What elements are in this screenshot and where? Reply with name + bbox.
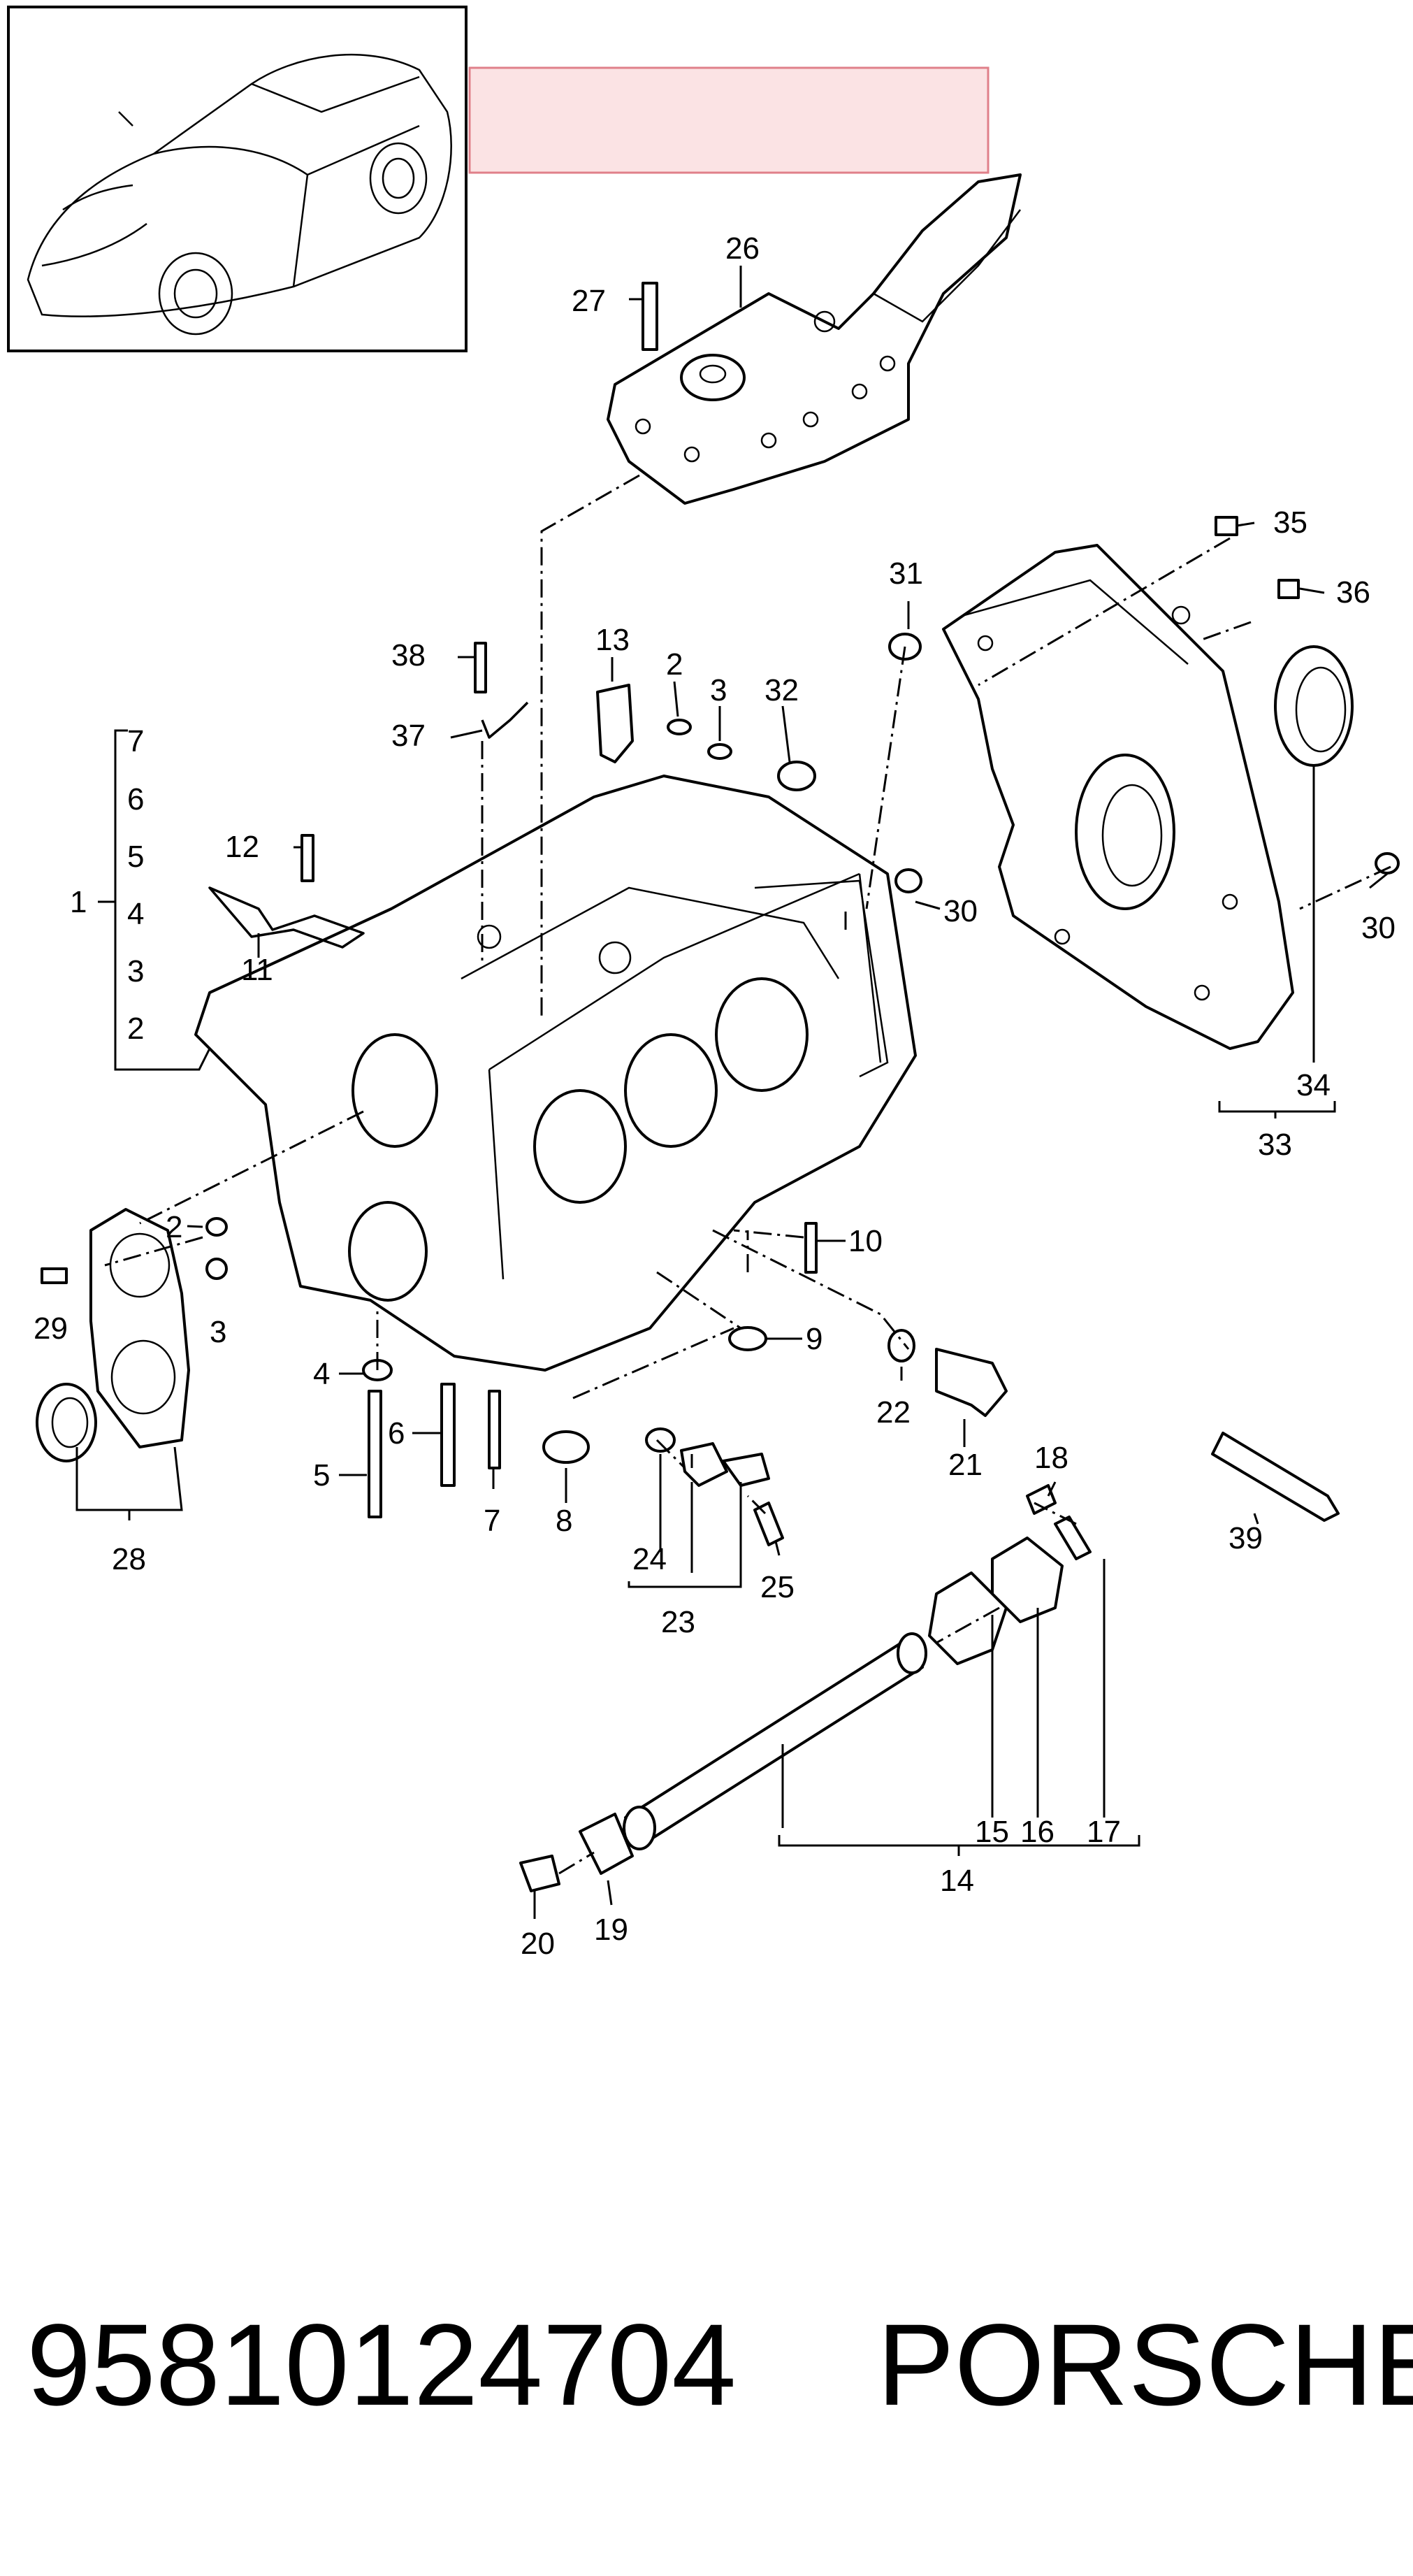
callout-13: 13 <box>595 623 630 657</box>
callout-37: 37 <box>391 719 426 753</box>
callout-26: 26 <box>725 231 760 266</box>
callout-16: 16 <box>1020 1815 1055 1849</box>
part-rear-cover <box>942 544 1294 1050</box>
callout-18: 18 <box>1034 1441 1068 1475</box>
callout-9: 9 <box>806 1322 823 1356</box>
callout-28: 28 <box>112 1542 146 1576</box>
callout-20: 20 <box>521 1927 555 1961</box>
callout-21: 21 <box>948 1448 983 1482</box>
highlight-box <box>468 66 990 174</box>
callout-24: 24 <box>632 1542 667 1576</box>
callout-11: 11 <box>241 953 273 987</box>
part-39-tube <box>1211 1432 1340 1522</box>
part-engine-block <box>194 775 917 1372</box>
callout-33: 33 <box>1258 1128 1292 1162</box>
callout-12: 12 <box>225 830 259 864</box>
callout-31: 31 <box>889 556 923 591</box>
callout-23: 23 <box>661 1605 695 1639</box>
callout-25: 25 <box>760 1570 795 1604</box>
callout-2a: 2 <box>666 647 683 682</box>
callout-6b: 6 <box>388 1416 405 1451</box>
callout-10: 10 <box>848 1224 883 1258</box>
callout-34: 34 <box>1296 1068 1331 1102</box>
callout-30b: 30 <box>1361 911 1396 945</box>
callout-19: 19 <box>594 1913 628 1947</box>
callout-39: 39 <box>1229 1521 1263 1555</box>
brand-name: PORSCHE <box>877 2301 1413 2430</box>
part-number: 95810124704 <box>27 2301 737 2430</box>
part-front-cover-28 <box>89 1208 190 1448</box>
callout-14: 14 <box>940 1864 974 1898</box>
callout-4a: 4 <box>127 897 144 931</box>
callout-5b: 5 <box>313 1458 330 1492</box>
callout-2b: 2 <box>127 1012 144 1046</box>
callout-22: 22 <box>876 1395 911 1430</box>
assembly-lines <box>104 474 1391 1875</box>
callout-35: 35 <box>1273 505 1307 540</box>
callout-27: 27 <box>572 284 606 318</box>
callout-6a: 6 <box>127 782 144 816</box>
part-rear-seal-34 <box>1274 645 1354 767</box>
leader-lines <box>75 266 1388 1919</box>
callout-30a: 30 <box>943 894 978 928</box>
callout-2c: 2 <box>166 1210 182 1244</box>
callout-38: 38 <box>391 638 426 672</box>
callout-32: 32 <box>765 673 799 707</box>
callout-15: 15 <box>975 1815 1009 1849</box>
part-timing-cover-upper <box>607 173 1022 505</box>
callout-3c: 3 <box>210 1315 226 1349</box>
vehicle-thumbnail <box>7 6 468 352</box>
callout-7b: 7 <box>484 1504 500 1538</box>
callout-1: 1 <box>70 885 87 919</box>
callout-29: 29 <box>34 1311 68 1346</box>
part-drive-shaft-14 <box>519 1484 1092 1892</box>
callout-labels: 26 27 35 36 31 13 2 3 32 38 37 7 6 5 4 3… <box>34 231 1396 1961</box>
callout-5a: 5 <box>127 840 144 874</box>
callout-4b: 4 <box>313 1357 330 1391</box>
callout-7a: 7 <box>127 724 144 758</box>
callout-36: 36 <box>1336 575 1370 610</box>
callout-17: 17 <box>1087 1815 1121 1849</box>
callout-8: 8 <box>556 1504 572 1538</box>
callout-3a: 3 <box>710 673 727 707</box>
callout-3b: 3 <box>127 954 144 988</box>
